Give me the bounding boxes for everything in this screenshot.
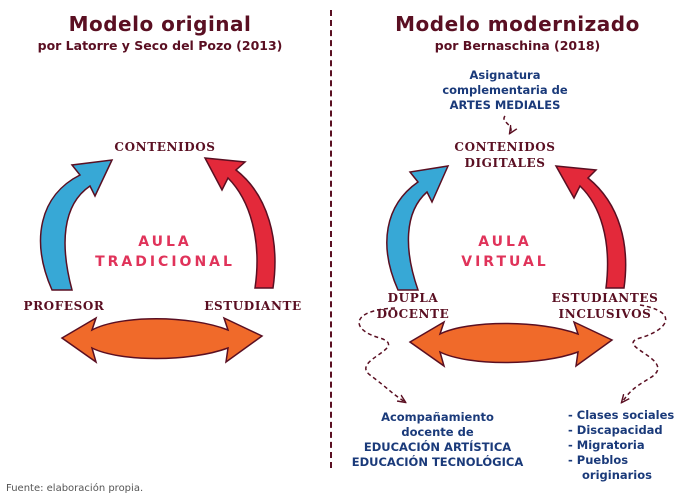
left-center-line2: TRADICIONAL (95, 254, 235, 270)
right-center-line2: VIRTUAL (461, 254, 549, 270)
left-center-label: AULA TRADICIONAL (90, 232, 240, 272)
right-top-node-line2: DIGITALES (464, 156, 546, 170)
list-item: originarios (582, 468, 652, 482)
list-item: - Clases sociales (568, 408, 675, 422)
right-red-arrow (554, 165, 627, 289)
bl-note-line2: docente de (401, 425, 474, 439)
right-subtitle: por Bernaschina (2018) (434, 38, 601, 53)
right-left-node-line2: DOCENTE (376, 307, 450, 321)
bl-note-line3: EDUCACIÓN ARTÍSTICA (363, 440, 512, 454)
dashed-connector-right-loop (622, 304, 667, 402)
left-node-profesor: PROFESOR (23, 299, 105, 313)
left-cycle (39, 157, 276, 364)
left-subtitle: por Latorre y Seco del Pozo (2013) (37, 38, 283, 53)
right-node-estudiantes-inclusivos: ESTUDIANTES INCLUSIVOS (540, 290, 670, 322)
left-title: Modelo original (68, 12, 252, 36)
list-item: - Discapacidad (568, 423, 663, 437)
left-node-contenidos: CONTENIDOS (114, 140, 216, 154)
dashed-connector-top (503, 115, 511, 133)
section-divider (330, 10, 332, 468)
right-node-contenidos-digitales: CONTENIDOS DIGITALES (430, 139, 580, 171)
right-bottom-right-list: - Clases sociales - Discapacidad - Migra… (568, 408, 693, 483)
right-top-node-line1: CONTENIDOS (454, 140, 556, 154)
left-blue-arrow (39, 159, 114, 291)
bl-note-line1: Acompañamiento (381, 410, 494, 424)
right-top-note: Asignatura complementaria de ARTES MEDIA… (430, 68, 580, 113)
right-center-line1: AULA (478, 234, 532, 250)
right-right-node-line2: INCLUSIVOS (558, 307, 652, 321)
right-title-block: Modelo modernizado por Bernaschina (2018… (345, 12, 690, 53)
right-node-dupla-docente: DUPLA DOCENTE (368, 290, 458, 322)
list-item: - Migratoria (568, 438, 645, 452)
right-center-label: AULA VIRTUAL (440, 232, 570, 272)
right-right-node-line1: ESTUDIANTES (551, 291, 659, 305)
right-cycle (358, 115, 667, 402)
figure-caption: Fuente: elaboración propia. (6, 483, 144, 494)
top-note-line3: ARTES MEDIALES (449, 98, 561, 112)
dashed-connector-left-loop (358, 307, 405, 402)
left-orange-arrow (60, 316, 264, 364)
right-left-node-line1: DUPLA (387, 291, 439, 305)
top-note-line1: Asignatura (469, 68, 541, 82)
top-note-line2: complementaria de (442, 83, 568, 97)
bl-note-line4: EDUCACIÓN TECNOLÓGICA (351, 455, 524, 469)
left-red-arrow (203, 157, 276, 289)
left-node-estudiante: ESTUDIANTE (204, 299, 302, 313)
right-blue-arrow (386, 165, 450, 291)
right-title: Modelo modernizado (395, 12, 640, 36)
right-orange-arrow (408, 320, 614, 368)
right-bottom-left-note: Acompañamiento docente de EDUCACIÓN ARTÍ… (330, 410, 545, 470)
left-title-block: Modelo original por Latorre y Seco del P… (0, 12, 320, 53)
left-center-line1: AULA (138, 234, 192, 250)
list-item: - Pueblos (568, 453, 629, 467)
